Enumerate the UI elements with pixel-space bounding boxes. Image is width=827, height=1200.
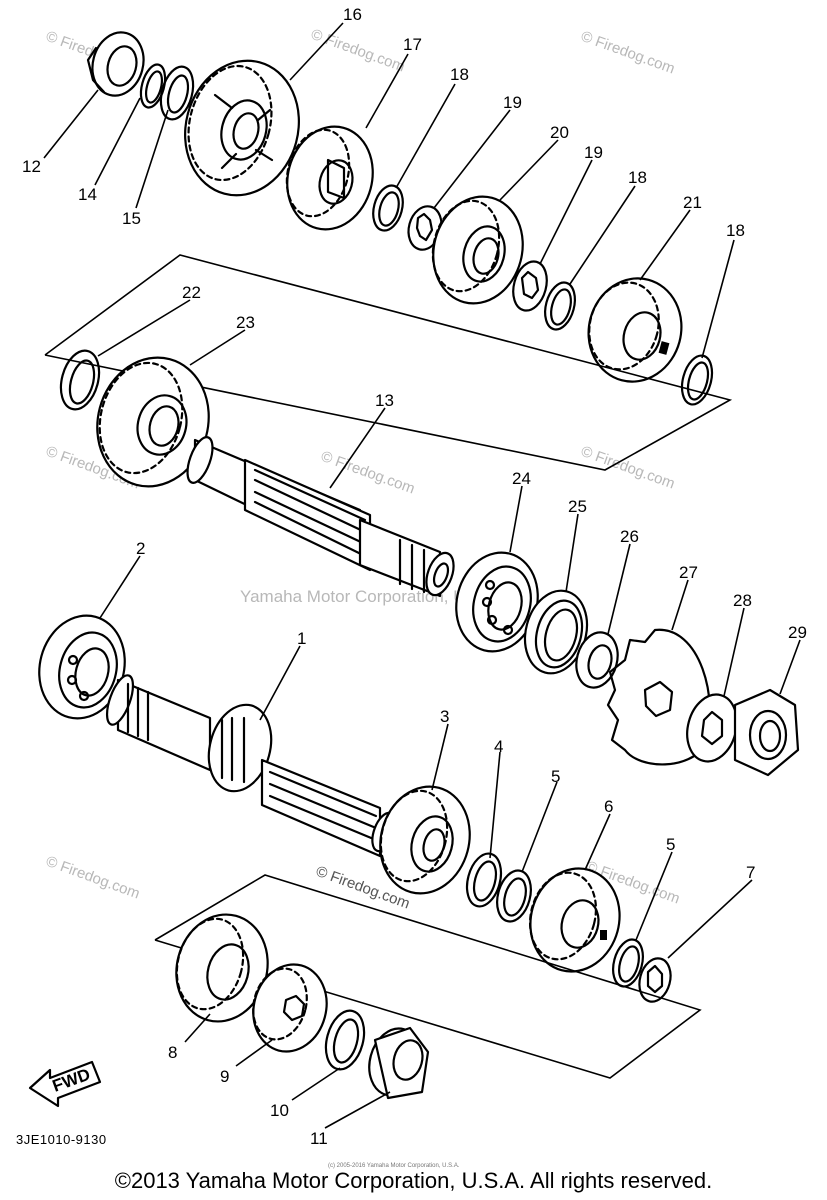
callout-28: 28	[733, 591, 752, 610]
part-1-drive-axle	[105, 674, 397, 858]
callout-26: 26	[620, 527, 639, 546]
callout-8: 8	[168, 1043, 177, 1062]
upper-group-bracket	[44, 254, 733, 471]
watermark-tile: © Firedog.com	[319, 448, 417, 498]
callout-29: 29	[788, 623, 807, 642]
lower-gear-group	[175, 913, 430, 1100]
part-18c-circlip	[680, 354, 714, 406]
callout-14: 14	[78, 185, 97, 204]
part-18-circlip	[372, 184, 404, 232]
part-5b-circlip	[612, 938, 644, 988]
part-9-gear	[252, 963, 328, 1053]
part-18b-circlip	[544, 281, 576, 331]
part-7-washer	[638, 957, 672, 1003]
callout-22: 22	[182, 283, 201, 302]
part-29-nut	[733, 688, 800, 777]
main-axle-group	[59, 349, 800, 777]
drive-axle-group	[38, 614, 672, 1003]
callout-3: 3	[440, 707, 449, 726]
small-copyright: (c) 2005-2016 Yamaha Motor Corporation, …	[328, 1163, 460, 1169]
callout-11: 11	[310, 1129, 328, 1148]
part-21-gear	[587, 277, 683, 383]
lower-group-bracket	[154, 874, 702, 1079]
callout-19b: 19	[584, 143, 603, 162]
callout-13: 13	[375, 391, 394, 410]
callout-5: 5	[551, 767, 560, 786]
part-16-gear	[184, 59, 300, 197]
part-5-circlip	[496, 869, 532, 923]
fwd-arrow-icon: FWD	[28, 1060, 102, 1108]
watermark-tile: © Firedog.com	[44, 853, 142, 903]
part-6-gear	[528, 867, 621, 973]
callout-2: 2	[136, 539, 145, 558]
callout-25: 25	[568, 497, 587, 516]
part-19b-washer	[512, 260, 548, 312]
callout-24: 24	[512, 469, 531, 488]
callout-18b: 18	[628, 168, 647, 187]
watermark-tile: © Firedog.com	[309, 26, 407, 76]
part-13-main-axle	[186, 436, 455, 598]
callout-12: 12	[22, 157, 41, 176]
callout-4: 4	[494, 737, 503, 756]
upper-gear-group	[86, 31, 714, 406]
watermark-tile: © Firedog.com	[579, 28, 677, 78]
callout-7: 7	[746, 863, 755, 882]
part-22-washer	[59, 349, 101, 411]
callout-6: 6	[604, 797, 613, 816]
callout-5b: 5	[666, 835, 675, 854]
part-26-collar	[575, 631, 619, 689]
callout-1: 1	[297, 629, 306, 648]
part-4-washer	[465, 852, 503, 908]
part-15-washer	[159, 65, 195, 121]
part-3-gear	[379, 785, 471, 895]
callout-17: 17	[403, 35, 422, 54]
callout-27: 27	[679, 563, 698, 582]
part-10-washer	[324, 1009, 366, 1071]
callout-23: 23	[236, 313, 255, 332]
callout-20: 20	[550, 123, 569, 142]
callout-10: 10	[270, 1101, 289, 1120]
part-17-gear	[285, 125, 374, 231]
callout-21: 21	[683, 193, 702, 212]
diagram-code: 3JE1010-9130	[16, 1132, 107, 1147]
part-2-bearing	[38, 614, 126, 720]
part-12-bearing	[86, 31, 145, 97]
footer-copyright: ©2013 Yamaha Motor Corporation, U.S.A. A…	[114, 1168, 713, 1193]
part-callouts: 16 17 18 19 20 19 18 21 18 12 14 15 22 2…	[22, 5, 807, 1148]
leader-lines	[43, 22, 801, 1129]
callout-19: 19	[503, 93, 522, 112]
callout-18: 18	[450, 65, 469, 84]
part-20-gear	[431, 195, 524, 305]
callout-16: 16	[343, 5, 362, 24]
callout-9: 9	[220, 1067, 229, 1086]
part-11-bearing	[368, 1026, 430, 1100]
callout-15: 15	[122, 209, 141, 228]
callout-18c: 18	[726, 221, 745, 240]
